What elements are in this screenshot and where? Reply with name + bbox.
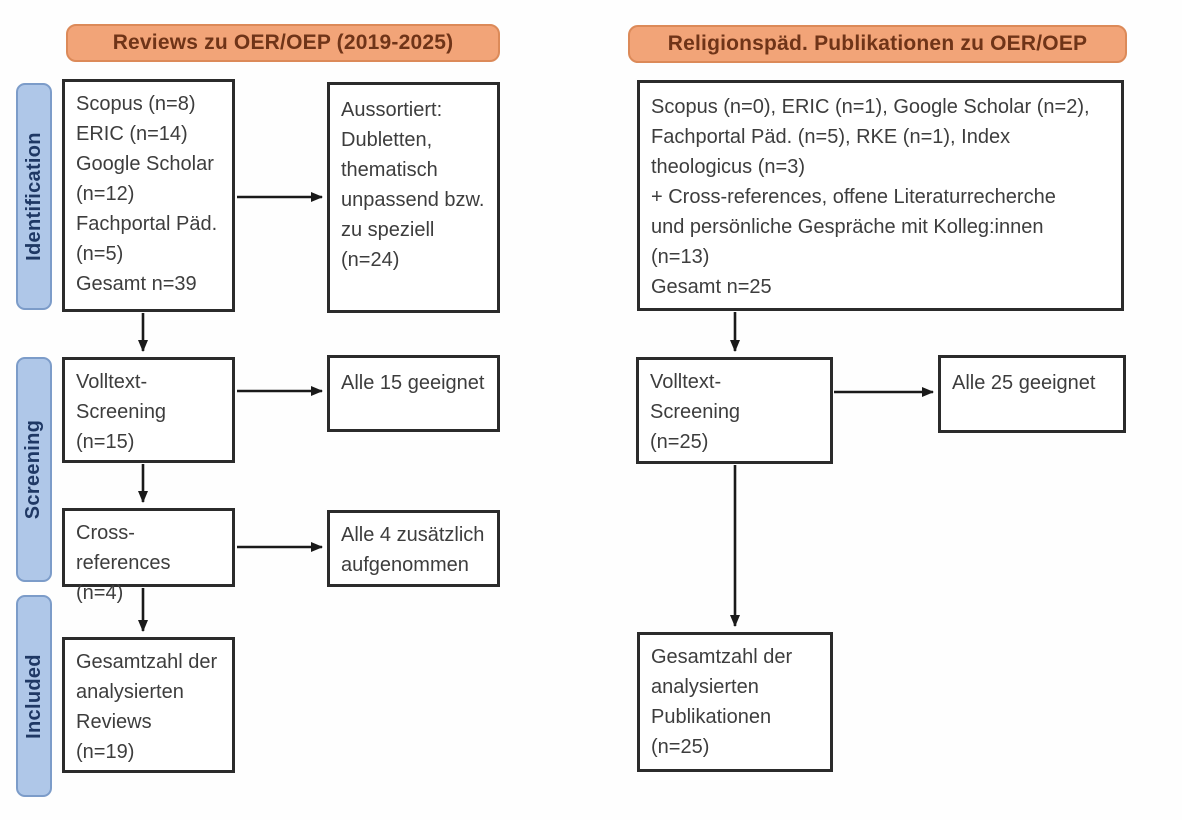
box-publications-identification-sources: Scopus (n=0), ERIC (n=1), Google Scholar… [637,80,1124,311]
column-header-religionspaed: Religionspäd. Publikationen zu OER/OEP [628,25,1127,63]
stage-label-screening: Screening [16,357,52,582]
stage-label-included: Included [16,595,52,797]
box-publications-included-total: Gesamtzahl der analysierten Publikatione… [637,632,833,772]
box-publications-fulltext-screening: Volltext- Screening (n=25) [636,357,833,464]
stage-label-identification: Identification [16,83,52,310]
box-reviews-cross-references: Cross-references (n=4) [62,508,235,604]
box-reviews-included-total: Gesamtzahl der analysierten Reviews (n=1… [62,637,235,773]
box-reviews-crossref-result: Alle 4 zusätzlich aufgenommen [327,510,500,587]
box-reviews-fulltext-result: Alle 15 geeignet [327,355,500,432]
box-publications-fulltext-result: Alle 25 geeignet [938,355,1126,433]
stage-label-identification-text: Identification [22,132,45,261]
box-reviews-fulltext-screening: Volltext- Screening (n=15) [62,357,235,463]
stage-label-included-text: Included [22,653,45,739]
box-reviews-excluded: Aussortiert: Dubletten, thematisch unpas… [327,82,500,313]
box-reviews-identification-sources: Scopus (n=8) ERIC (n=14) Google Scholar … [62,79,235,312]
column-header-reviews: Reviews zu OER/OEP (2019-2025) [66,24,500,62]
stage-label-screening-text: Screening [22,419,45,520]
